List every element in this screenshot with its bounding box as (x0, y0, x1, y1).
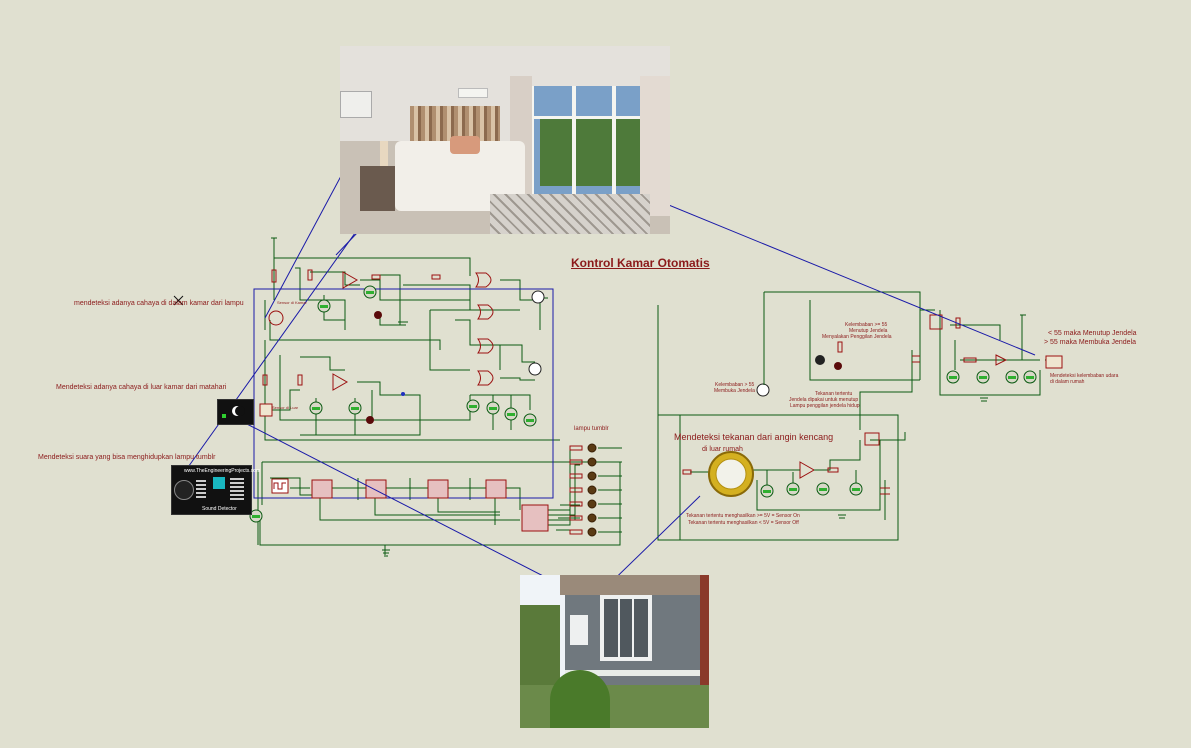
left-panel-frame (253, 288, 554, 499)
label-humid-gt-1: Kelembaban >= 55 (845, 322, 888, 328)
label-wind-sub: di luar rumah (702, 446, 743, 453)
label-humid-open: > 55 maka Membuka Jendela (1044, 339, 1137, 346)
cursor-x-mark (173, 295, 184, 306)
module-site-text: www.TheEngineeringProjects.com (184, 468, 261, 474)
label-sensor-kamar: Sensor di Kamar (277, 300, 307, 305)
ground-symbols (271, 237, 1026, 557)
label-wind-note-2: Jendela dipakai untuk menutup (789, 397, 859, 403)
label-humid-gt-2: Menutup Jendela (849, 328, 888, 334)
label-pressure-note-2: Tekanan tertentu menghasilkan < 5V = Sen… (688, 520, 799, 526)
module-name-text: Sound Detector (202, 506, 237, 512)
label-sound: Mendeteksi suara yang bisa menghidupkan … (38, 454, 216, 461)
opamp-3 (799, 461, 816, 479)
sound-detector-module: www.TheEngineeringProjects.com Sound Det… (171, 465, 260, 515)
label-sensor-luar: Sensor di Luar (272, 405, 299, 410)
label-humid-gt-3: Menyalakan Penggilan Jendela (822, 334, 892, 340)
label-wind-note-3: Lampu penggilan jendela hidup (790, 403, 860, 409)
house-photo (520, 575, 709, 728)
opamp-2 (332, 373, 349, 391)
label-wind: Mendeteksi tekanan dari angin kencang (674, 432, 834, 442)
diagram-title: Kontrol Kamar Otomatis (571, 256, 710, 270)
label-humid-lt-1: Kelembaban > 55 (715, 382, 755, 388)
output-leds (366, 290, 842, 424)
wind-circuit-wires (657, 291, 1060, 541)
label-pressure-note-1: Tekanan tertentu menghasilkan >= 5V = Se… (686, 513, 800, 519)
left-components (259, 269, 816, 535)
light-sensor-module (217, 399, 254, 425)
pressure-sensor (708, 451, 754, 497)
label-humid-detect-2: di dalam rumah (1050, 379, 1085, 385)
label-light-outside: Mendeteksi adanya cahaya di luar kamar d… (56, 384, 227, 391)
bedroom-photo (340, 46, 670, 234)
tumblr-lamps (587, 443, 597, 537)
label-lampu-tumblr: lampu tumblr (574, 426, 609, 432)
label-humid-lt-2: Membuka Jendela (714, 388, 755, 394)
label-wind-note-1: Tekanan tertentu (815, 391, 853, 397)
probe-bars (252, 291, 1034, 518)
label-light-inside: mendeteksi adanya cahaya di dalam kamar … (74, 300, 244, 307)
label-humid-detect-1: Mendeteksi kelembaban udara (1050, 373, 1119, 379)
label-humid-close: < 55 maka Menutup Jendela (1048, 330, 1137, 337)
left-circuit-wires (257, 238, 622, 555)
opamp-1 (342, 271, 359, 289)
probe-dot (401, 392, 405, 396)
